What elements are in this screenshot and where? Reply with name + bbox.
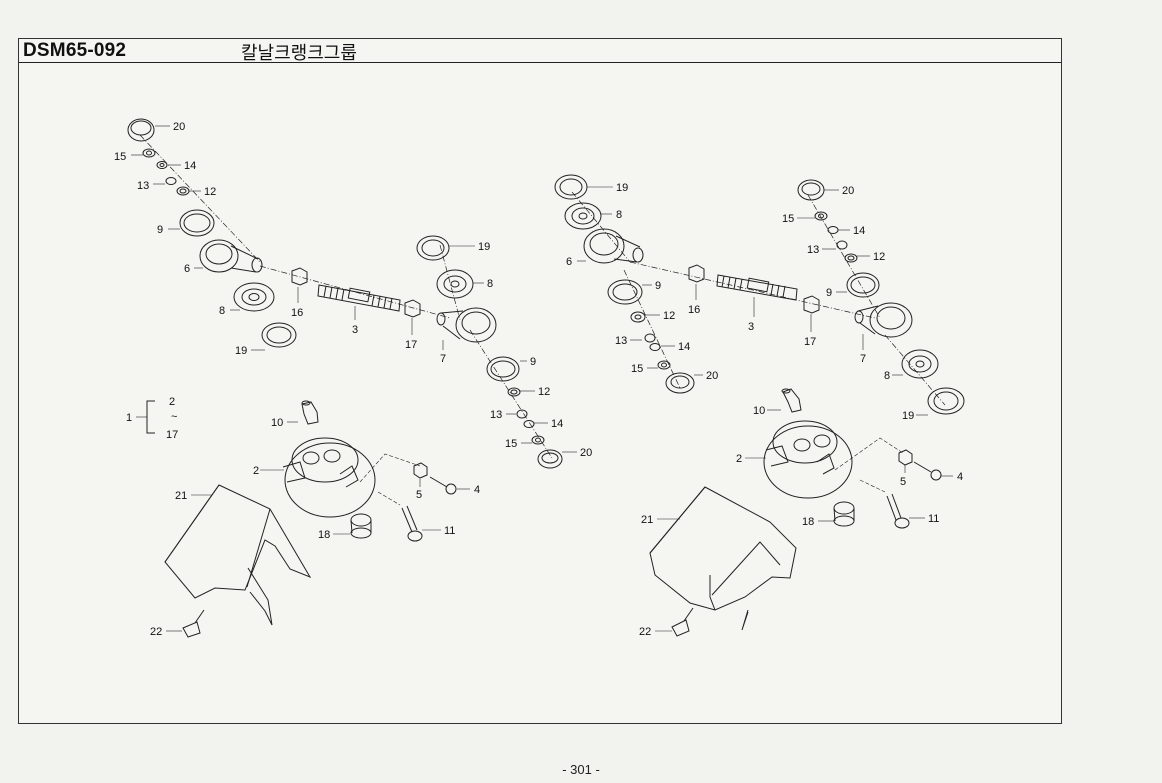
part-label: 2 bbox=[253, 465, 259, 477]
part-label: 16 bbox=[291, 307, 303, 319]
part-label: 21 bbox=[175, 490, 187, 502]
part-label: 7 bbox=[860, 353, 866, 365]
part-label: 18 bbox=[318, 529, 330, 541]
part-label: 9 bbox=[530, 356, 536, 368]
part-label: 5 bbox=[416, 489, 422, 501]
part-label: 2 bbox=[736, 453, 742, 465]
assembly-to: 17 bbox=[166, 429, 178, 441]
part-label: 14 bbox=[853, 225, 865, 237]
part-label: 20 bbox=[173, 121, 185, 133]
part-label: 17 bbox=[804, 336, 816, 348]
part-label: 12 bbox=[538, 386, 550, 398]
diagram-frame: DSM65-092 칼날크랭크그룹 bbox=[18, 38, 1062, 724]
part-label: 8 bbox=[884, 370, 890, 382]
left-assembly bbox=[127, 118, 563, 638]
assembly-tilde: ~ bbox=[171, 411, 177, 423]
part-label: 14 bbox=[551, 418, 563, 430]
part-label: 15 bbox=[782, 213, 794, 225]
part-label: 13 bbox=[615, 335, 627, 347]
part-label: 6 bbox=[184, 263, 190, 275]
part-label: 3 bbox=[748, 321, 754, 333]
part-label: 13 bbox=[137, 180, 149, 192]
part-label: 19 bbox=[902, 410, 914, 422]
part-label: 19 bbox=[478, 241, 490, 253]
part-label: 13 bbox=[490, 409, 502, 421]
header-bar: DSM65-092 칼날크랭크그룹 bbox=[19, 39, 1061, 64]
part-label: 20 bbox=[706, 370, 718, 382]
part-label: 5 bbox=[900, 476, 906, 488]
part-label: 12 bbox=[204, 186, 216, 198]
right-assembly bbox=[554, 174, 965, 637]
part-label: 9 bbox=[157, 224, 163, 236]
part-label: 11 bbox=[928, 513, 939, 525]
part-label: 11 bbox=[444, 525, 455, 537]
assembly-note: 1 2 ~ 17 bbox=[126, 396, 178, 441]
part-label: 12 bbox=[873, 251, 885, 263]
part-label: 3 bbox=[352, 324, 358, 336]
part-label: 10 bbox=[271, 417, 283, 429]
right-part-labels: 19 8 6 9 12 13 14 15 20 16 3 17 20 15 14… bbox=[566, 182, 963, 638]
assembly-bracket bbox=[146, 400, 155, 434]
assembly-item: 1 bbox=[126, 412, 132, 424]
left-part-labels: 20 15 14 13 12 9 6 8 19 16 3 17 7 19 8 9… bbox=[114, 121, 592, 638]
part-label: 14 bbox=[184, 160, 196, 172]
part-label: 22 bbox=[150, 626, 162, 638]
part-label: 17 bbox=[405, 339, 417, 351]
part-label: 8 bbox=[487, 278, 493, 290]
part-group-title: 칼날크랭크그룹 bbox=[241, 43, 357, 64]
part-label: 19 bbox=[235, 345, 247, 357]
part-label: 15 bbox=[505, 438, 517, 450]
part-label: 14 bbox=[678, 341, 690, 353]
part-label: 6 bbox=[566, 256, 572, 268]
assembly-from: 2 bbox=[169, 396, 175, 408]
part-label: 20 bbox=[580, 447, 592, 459]
part-label: 9 bbox=[826, 287, 832, 299]
part-label: 18 bbox=[802, 516, 814, 528]
part-label: 15 bbox=[631, 363, 643, 375]
part-label: 10 bbox=[753, 405, 765, 417]
part-label: 20 bbox=[842, 185, 854, 197]
part-label: 9 bbox=[655, 280, 661, 292]
part-label: 12 bbox=[663, 310, 675, 322]
page-number: - 301 - bbox=[562, 762, 600, 777]
part-label: 4 bbox=[957, 471, 963, 483]
part-label: 22 bbox=[639, 626, 651, 638]
part-label: 8 bbox=[219, 305, 225, 317]
part-label: 13 bbox=[807, 244, 819, 256]
part-label: 19 bbox=[616, 182, 628, 194]
part-label: 4 bbox=[474, 484, 480, 496]
part-label: 16 bbox=[688, 304, 700, 316]
part-group-code: DSM65-092 bbox=[23, 40, 127, 61]
part-label: 15 bbox=[114, 151, 126, 163]
part-label: 21 bbox=[641, 514, 653, 526]
part-label: 7 bbox=[440, 353, 446, 365]
part-label: 8 bbox=[616, 209, 622, 221]
